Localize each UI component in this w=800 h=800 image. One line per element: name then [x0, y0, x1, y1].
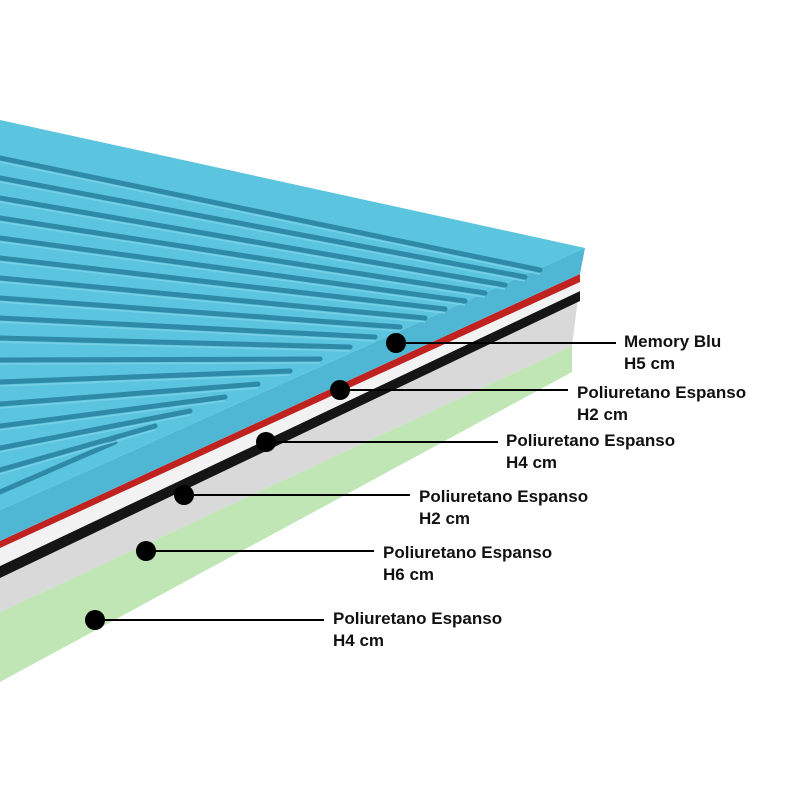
layer-name: Poliuretano Espanso: [383, 543, 553, 562]
layer-label-poliuretano-4: Poliuretano Espanso H6 cm: [383, 542, 552, 586]
layer-height: H2 cm: [419, 509, 471, 528]
callout-dot-3: [174, 485, 194, 505]
layer-height: H2 cm: [577, 405, 629, 424]
memory-foam-side: [0, 248, 585, 541]
layer-label-poliuretano-2: Poliuretano Espanso H4 cm: [506, 430, 675, 474]
callout-dot-0: [386, 333, 406, 353]
layer-height: H5 cm: [624, 354, 676, 373]
layer-name: Poliuretano Espanso: [506, 431, 676, 450]
callout-dot-4: [136, 541, 156, 561]
memory-foam-grooves: [0, 155, 543, 495]
layer-label-memory-blu: Memory Blu H5 cm: [624, 331, 721, 375]
callout-dot-1: [330, 380, 350, 400]
layer-name: Poliuretano Espanso: [577, 383, 747, 402]
layer-height: H6 cm: [383, 565, 435, 584]
callout-dot-2: [256, 432, 276, 452]
layer-name: Poliuretano Espanso: [419, 487, 589, 506]
grey-foam-layer: [0, 298, 578, 612]
layer-height: H4 cm: [506, 453, 558, 472]
layer-label-poliuretano-5: Poliuretano Espanso H4 cm: [333, 608, 502, 652]
memory-foam-top: [0, 120, 585, 510]
layer-label-poliuretano-1: Poliuretano Espanso H2 cm: [577, 382, 746, 426]
white-foam-layer: [0, 282, 580, 566]
callouts: [85, 333, 616, 630]
callout-dot-5: [85, 610, 105, 630]
black-band-layer: [0, 291, 580, 578]
layer-label-poliuretano-3: Poliuretano Espanso H2 cm: [419, 486, 588, 530]
layer-name: Poliuretano Espanso: [333, 609, 503, 628]
layer-name: Memory Blu: [624, 332, 722, 351]
layer-height: H4 cm: [333, 631, 385, 650]
green-foam-layer: [0, 346, 572, 682]
